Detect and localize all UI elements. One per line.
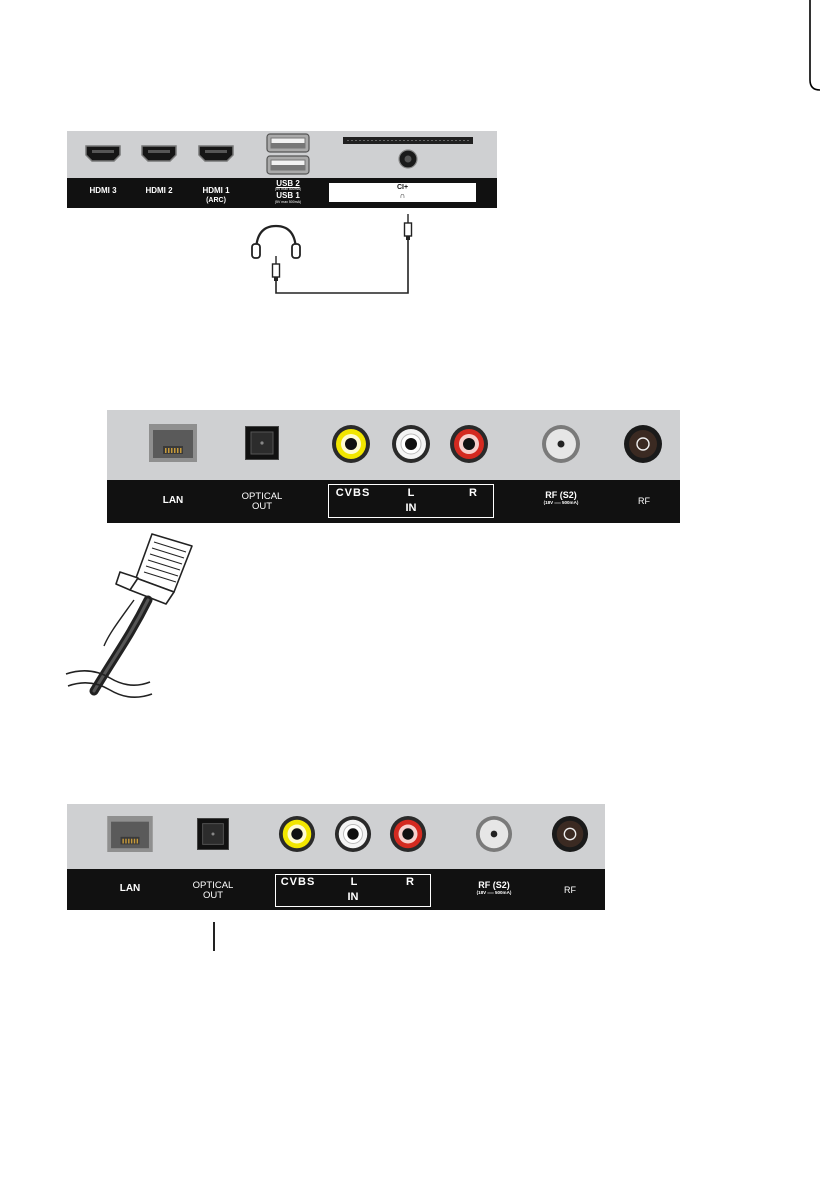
audio-l-jack[interactable] — [391, 424, 431, 464]
cvbs-label: CVBS — [331, 488, 375, 500]
page-cut-mark — [808, 0, 822, 92]
l-label: L — [399, 488, 423, 500]
rf-label: RF — [557, 886, 583, 895]
headphone-symbol: ∩ — [329, 192, 476, 200]
hdmi-1-label: HDMI 1 — [190, 187, 242, 195]
in-label: IN — [391, 503, 431, 515]
usb-1-port[interactable] — [266, 155, 310, 175]
lan-port[interactable] — [149, 424, 197, 462]
ci-slot[interactable] — [343, 137, 473, 145]
cvbs-label: CVBS — [277, 877, 319, 889]
av-panel-optical: LAN OPTICAL OUT CVBS L R IN RF (S2) (18V… — [67, 804, 605, 910]
hdmi-usb-panel: HDMI 3 HDMI 2 HDMI 1 (ARC) USB 2 (5V max… — [67, 131, 497, 208]
audio-l-jack[interactable] — [334, 815, 372, 853]
rf-port[interactable] — [551, 815, 589, 853]
headphone-connection-diagram — [240, 214, 430, 298]
rf-s2-port[interactable] — [541, 424, 581, 464]
r-label: R — [461, 488, 485, 500]
lan-port[interactable] — [107, 816, 153, 852]
rf-label: RF — [631, 497, 657, 506]
rf-s2-port[interactable] — [475, 815, 513, 853]
usb-2-port[interactable] — [266, 133, 310, 153]
optical-cable-line — [213, 922, 215, 951]
audio-r-jack[interactable] — [449, 424, 489, 464]
hdmi-2-port[interactable] — [140, 143, 178, 163]
hdmi-3-label: HDMI 3 — [77, 187, 129, 195]
audio-r-jack[interactable] — [389, 815, 427, 853]
lan-cable-diagram — [60, 526, 200, 706]
cvbs-jack[interactable] — [331, 424, 371, 464]
optical-label-line2: OUT — [227, 502, 297, 512]
usb-1-rating: (5V max 500mA) — [263, 201, 313, 205]
lan-label: LAN — [147, 496, 199, 507]
r-label: R — [398, 877, 422, 889]
rf-s2-rating: (18V ══ 500mA) — [527, 501, 595, 506]
optical-out-port[interactable] — [197, 818, 229, 850]
hdmi-1-arc-label: (ARC) — [190, 197, 242, 204]
headphone-jack[interactable] — [397, 148, 419, 170]
optical-out-port[interactable] — [245, 426, 279, 460]
l-label: L — [342, 877, 366, 889]
lan-label: LAN — [105, 884, 155, 895]
cvbs-jack[interactable] — [278, 815, 316, 853]
headphone-plug-bottom — [273, 256, 280, 281]
rf-port[interactable] — [623, 424, 663, 464]
optical-label-line2: OUT — [179, 891, 247, 901]
hdmi-1-port[interactable] — [197, 143, 235, 163]
hdmi-2-label: HDMI 2 — [133, 187, 185, 195]
av-panel-lan: LAN OPTICAL OUT CVBS L R IN RF (S2) (18V… — [107, 410, 680, 523]
headphone-plug-top — [405, 214, 412, 240]
headphones-icon — [252, 226, 300, 258]
in-label: IN — [333, 892, 373, 904]
hdmi-3-port[interactable] — [84, 143, 122, 163]
rf-s2-rating: (18V ══ 500mA) — [461, 891, 527, 896]
